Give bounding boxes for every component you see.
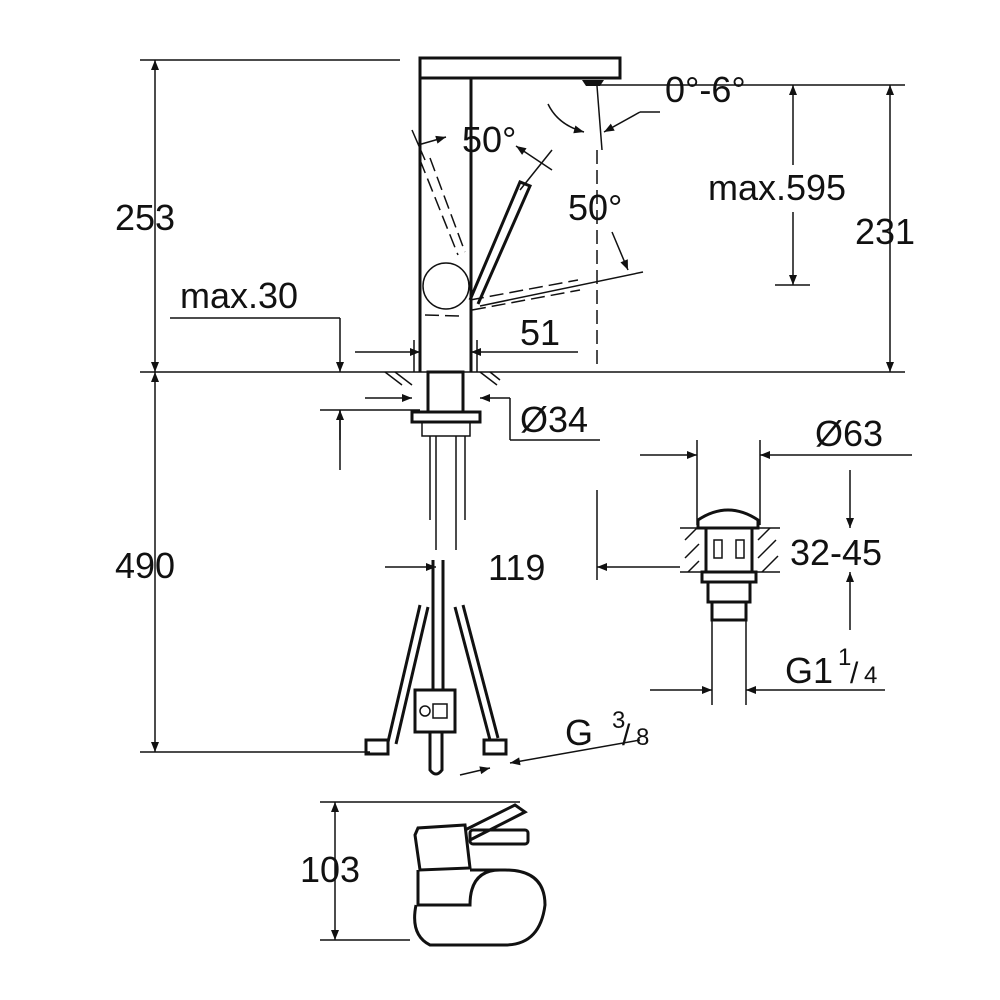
- waste-thread-numerator: 1: [838, 644, 851, 671]
- max-deck-thickness-label: max.30: [180, 275, 298, 316]
- handle-detail-view: 103: [300, 801, 547, 947]
- max-height-label: max.595: [708, 167, 846, 208]
- hose-length-dimension: 490: [115, 372, 370, 753]
- handle-angle-left: 50°: [462, 119, 516, 160]
- hose-thread-prefix: G: [565, 712, 593, 753]
- mounting-shank: Ø34: [365, 370, 600, 550]
- total-height-dimension: 253: [115, 59, 400, 372]
- mounting-hole-label: Ø34: [520, 399, 588, 440]
- total-height-label: 253: [115, 197, 175, 238]
- faucet-body: [418, 56, 622, 372]
- hose-length-label: 490: [115, 545, 175, 586]
- spout-angle: 0°-6°: [665, 69, 746, 110]
- right-height-dimensions: 231 max.595: [600, 84, 915, 372]
- waste-thread-denominator: 4: [864, 662, 877, 689]
- hose-thread-slash: /: [622, 719, 631, 752]
- hose-thread-numerator: 3: [612, 707, 625, 734]
- waste-thread-slash: /: [850, 657, 859, 690]
- deck-thickness-dimension: max.30: [170, 275, 420, 470]
- handle-angle-annotations: 50° 50° 0°-6°: [411, 69, 746, 365]
- waste-diameter-label: Ø63: [815, 413, 883, 454]
- spout-height-label: 231: [855, 211, 915, 252]
- hose-thread-denominator: 8: [636, 724, 649, 751]
- spacing-label: 119: [488, 547, 545, 588]
- body-width-label: 51: [520, 312, 560, 353]
- body-width-dimension: 51: [355, 312, 578, 372]
- supply-hoses: 119 G 3 / 8: [364, 547, 649, 776]
- handle-height-label: 103: [300, 849, 360, 890]
- handle-angle-right: 50°: [568, 187, 622, 228]
- pop-up-waste: Ø63 32-45 G1 1 / 4: [596, 413, 912, 705]
- waste-thickness-label: 32-45: [790, 532, 882, 573]
- waste-thread-prefix: G1: [785, 650, 833, 691]
